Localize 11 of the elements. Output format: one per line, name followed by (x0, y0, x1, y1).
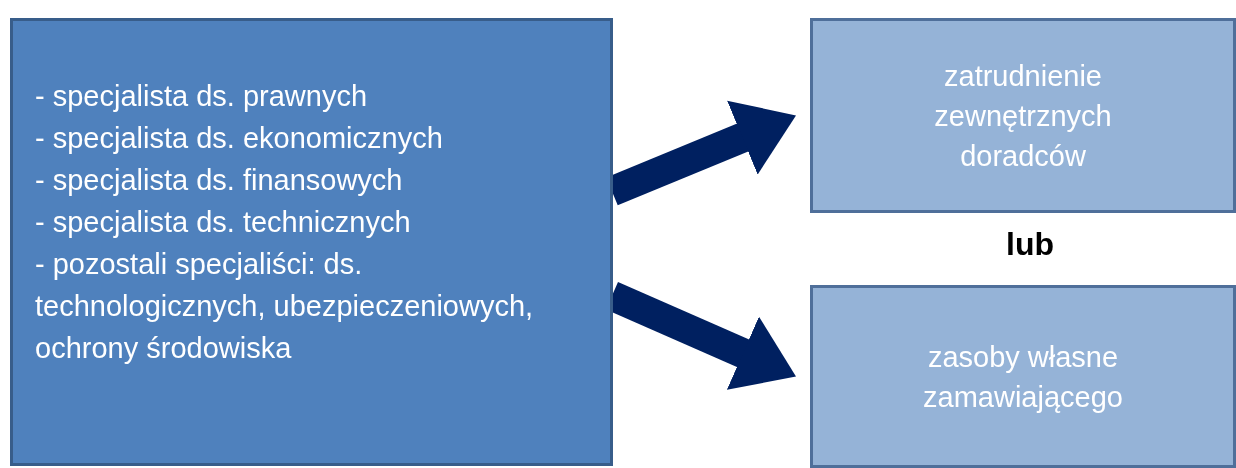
box-text: - specjalista ds. finansowych (35, 163, 403, 198)
specialist-list-box (10, 18, 613, 466)
box-text: - specjalista ds. prawnych (35, 79, 368, 114)
box-text: - specjalista ds. ekonomicznych (35, 121, 443, 156)
option-box (810, 18, 1236, 213)
box-text: - pozostali specjaliści: ds. technologicznych, ubezpieczeniowych, ochrony środowiska (35, 247, 535, 366)
option-box (810, 285, 1236, 468)
box-text: zatrudnienie zewnętrznych doradców (933, 58, 1113, 174)
box-text: zasoby własne zamawiającego (922, 339, 1124, 415)
box-text: - specjalista ds. technicznych (35, 205, 411, 240)
connector-word: lub (1005, 226, 1055, 263)
